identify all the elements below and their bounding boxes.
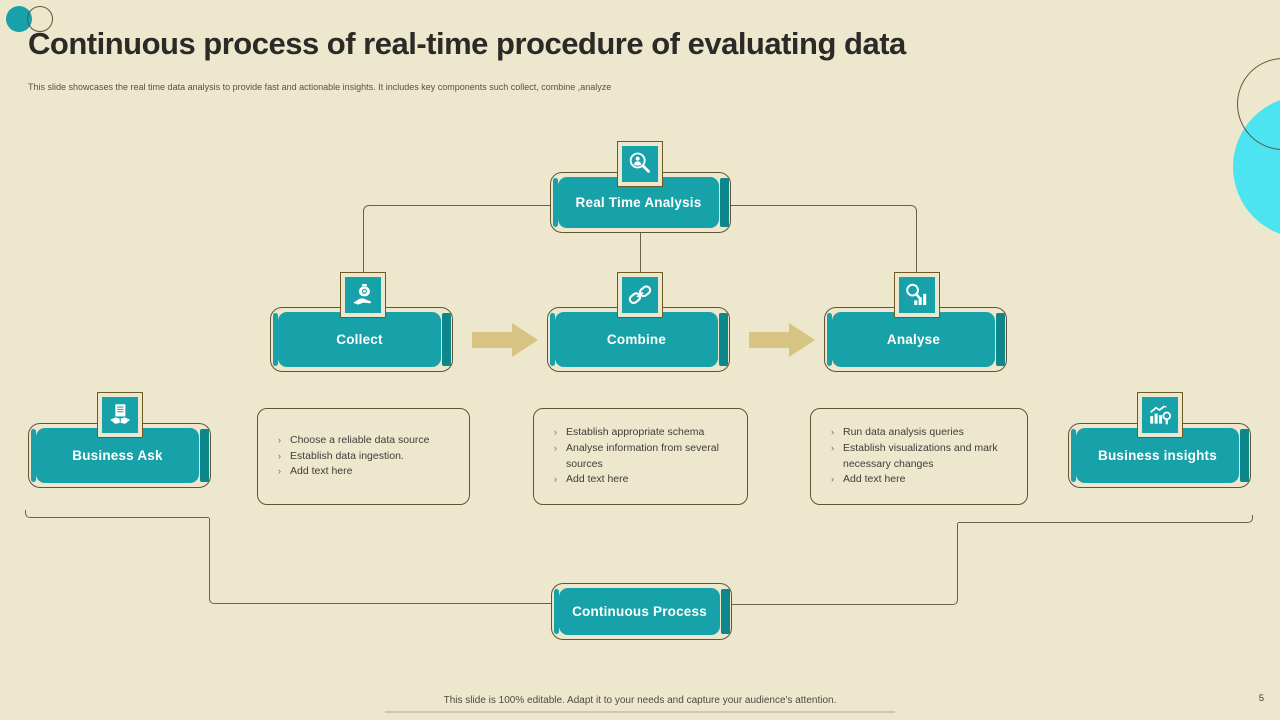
chain-link-icon [617, 272, 663, 318]
connector-rta-to-collect [363, 205, 550, 272]
bullet-text: Analyse information from several sources [566, 441, 719, 470]
node-echo [273, 313, 278, 366]
bullet-list: › Establish appropriate schema › Analyse i… [554, 425, 747, 488]
node-outline [551, 583, 732, 640]
node-continuous-process: Continuous Process [551, 583, 732, 640]
list-item: › Choose a reliable data source [278, 433, 458, 449]
node-shadow [442, 313, 451, 366]
bullet-text: Run data analysis queries [843, 426, 964, 438]
list-item: › Add text here [278, 464, 458, 480]
footer-divider [385, 711, 895, 713]
bullet-text: Establish appropriate schema [566, 426, 705, 438]
node-label: Combine [555, 312, 718, 367]
right-arrow-icon [472, 323, 538, 357]
bullet-marker: › [278, 466, 281, 477]
bullet-marker: › [831, 427, 834, 437]
hand-money-bag-icon [340, 272, 386, 318]
footer-note: This slide is 100% editable. Adapt it to… [443, 695, 837, 706]
detail-box-collect: › Choose a reliable data source › Establis… [257, 408, 470, 505]
node-shadow [721, 589, 730, 634]
bullet-list: › Run data analysis queries › Establish vi… [831, 425, 1027, 488]
detail-box-analyse: › Run data analysis queries › Establish vi… [810, 408, 1028, 505]
node-shadow [1240, 429, 1249, 482]
list-item: › Establish appropriate schema [554, 425, 726, 441]
bullet-marker: › [831, 474, 834, 485]
node-echo [1071, 429, 1076, 482]
bullet-marker: › [554, 474, 557, 485]
bullet-marker: › [554, 427, 557, 437]
node-echo [554, 589, 559, 634]
list-item: › Establish data ingestion. [278, 449, 458, 465]
bullet-text: Establish visualizations and mark necess… [843, 441, 998, 470]
node-shadow [200, 429, 209, 482]
bullet-list: › Choose a reliable data source › Establis… [278, 433, 469, 480]
detail-box-combine: › Establish appropriate schema › Analyse i… [533, 408, 748, 505]
user-search-icon [617, 141, 663, 187]
node-label: Collect [278, 312, 441, 367]
node-shadow [996, 313, 1005, 366]
list-item: › Establish visualizations and mark neces… [831, 441, 1011, 473]
bullet-text: Add text here [843, 473, 906, 486]
node-echo [553, 178, 558, 227]
slide-subtitle: This slide showcases the real time data … [28, 82, 612, 92]
page-number: 5 [1258, 693, 1264, 704]
connector-rta-to-analyse [730, 205, 917, 272]
bullet-text: Choose a reliable data source [290, 433, 430, 446]
list-item: › Run data analysis queries [831, 425, 1011, 441]
node-label: Continuous Process [559, 588, 720, 635]
node-echo [31, 429, 36, 482]
bullet-marker: › [278, 434, 281, 445]
connector-left-to-continuous-process [209, 518, 551, 604]
list-item: › Analyse information from several source… [554, 441, 726, 473]
node-label: Analyse [832, 312, 995, 367]
document-handshake-icon [97, 392, 143, 438]
bullet-text: Add text here [290, 465, 353, 478]
slide-title: Continuous process of real-time procedur… [28, 26, 906, 61]
node-real-time-analysis: Real Time Analysis [550, 172, 731, 233]
node-label: Real Time Analysis [558, 177, 719, 228]
connector-business-ask-elbow [25, 510, 209, 518]
node-echo [827, 313, 832, 366]
bullet-text: Add text here [566, 473, 629, 486]
node-echo [550, 313, 555, 366]
connector-continuous-process-to-right [731, 523, 958, 605]
chart-magnifier-icon [1137, 392, 1183, 438]
connector-rta-to-combine [640, 233, 641, 272]
brand-ring-icon [27, 6, 53, 32]
right-arrow-icon [749, 323, 815, 357]
bullet-text: Establish data ingestion. [290, 449, 404, 462]
bullet-marker: › [831, 442, 834, 453]
node-shadow [719, 313, 728, 366]
bullet-marker: › [554, 442, 557, 453]
bullet-marker: › [278, 450, 281, 461]
list-item: › Add text here [831, 472, 1011, 488]
node-shadow [720, 178, 729, 227]
list-item: › Add text here [554, 472, 726, 488]
magnifier-bar-chart-icon [894, 272, 940, 318]
connector-business-insights-elbow [958, 515, 1253, 523]
